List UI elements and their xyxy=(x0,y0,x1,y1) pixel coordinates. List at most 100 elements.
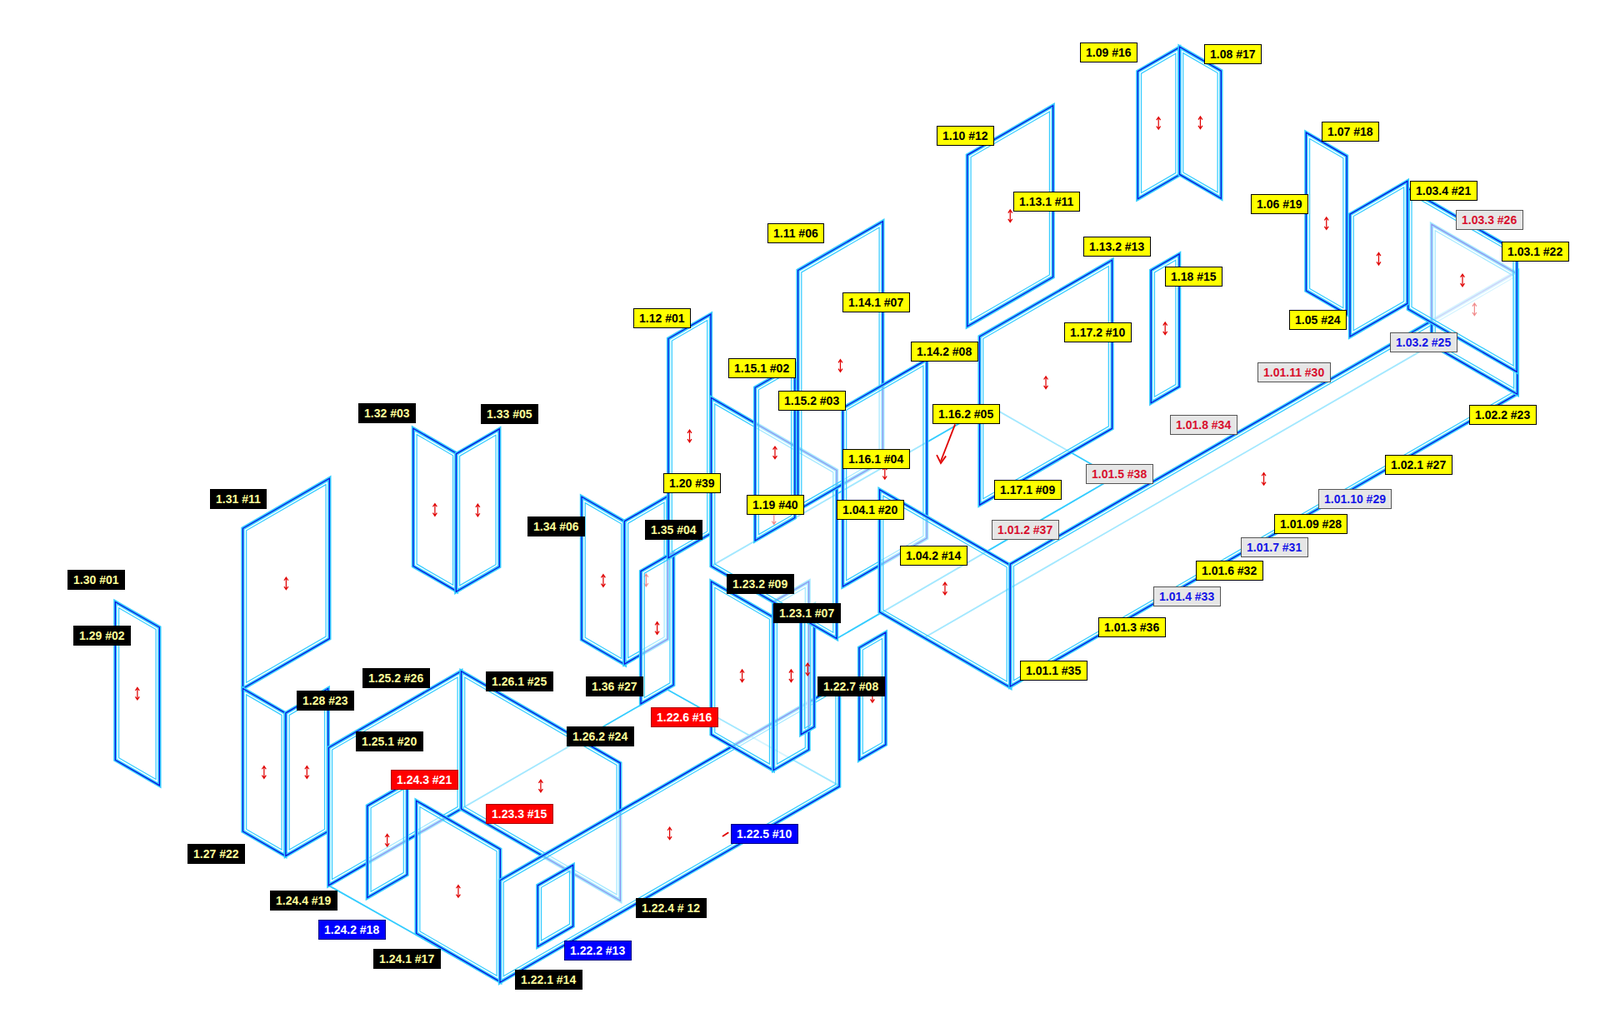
callout-text: 1.04.1 #20 xyxy=(842,502,899,518)
panel-inner-edge xyxy=(541,871,570,941)
callout-text: 1.01.4 #33 xyxy=(1159,589,1215,605)
panel-inner-edge xyxy=(1310,139,1344,309)
callout-label: 1.33 #05 xyxy=(480,404,539,425)
panel-inner-edge xyxy=(671,320,707,552)
callout-label: 1.01.3 #36 xyxy=(1098,617,1166,638)
callout-text: 1.13.1 #11 xyxy=(1019,194,1075,210)
callout-label: 1.22.6 #16 xyxy=(650,707,719,728)
grain-arrow xyxy=(456,885,461,899)
panel-inner-edge xyxy=(370,789,404,892)
callout-label: 1.22.1 #14 xyxy=(515,970,583,990)
callout-label: 1.20 #39 xyxy=(663,473,721,494)
callout-label: 1.07 #18 xyxy=(1321,121,1380,142)
callout-label: 1.14.2 #08 xyxy=(910,341,979,362)
callout-text: 1.03.4 #21 xyxy=(1415,183,1472,199)
grain-arrow xyxy=(687,430,692,443)
panel-inner-edge xyxy=(246,485,326,684)
callout-label: 1.01.4 #33 xyxy=(1153,586,1221,607)
panel-outline xyxy=(1350,180,1408,337)
callout-text: 1.32 #03 xyxy=(364,405,410,421)
callout-text: 1.23.2 #09 xyxy=(732,576,789,592)
callout-label: 1.05 #24 xyxy=(1289,310,1347,330)
callout-label: 1.03.1 #22 xyxy=(1501,241,1570,262)
callout-label: 1.04.1 #20 xyxy=(836,500,905,520)
callout-label: 1.15.1 #02 xyxy=(728,358,796,379)
panel-inner-edge xyxy=(715,587,770,765)
grain-arrow xyxy=(284,577,289,590)
cabinet-panel xyxy=(367,783,408,899)
callout-text: 1.16.1 #04 xyxy=(848,451,905,467)
callout-label: 1.03.2 #25 xyxy=(1390,332,1458,353)
callout-text: 1.20 #39 xyxy=(669,475,715,491)
callout-label: 1.01.1 #35 xyxy=(1020,660,1088,681)
cabinet-panel xyxy=(1305,132,1347,315)
grain-arrow xyxy=(789,670,794,683)
panel-inner-edge xyxy=(416,435,453,586)
callout-text: 1.22.4 # 12 xyxy=(641,900,701,916)
panel-outline xyxy=(1305,132,1347,315)
callout-text: 1.35 #04 xyxy=(650,522,697,538)
callout-label: 1.35 #04 xyxy=(645,520,703,540)
callout-label: 1.14.1 #07 xyxy=(842,292,910,313)
panel-outline xyxy=(1137,47,1180,200)
panel-outline xyxy=(640,552,674,705)
callout-text: 1.18 #15 xyxy=(1170,269,1217,285)
leader-group xyxy=(722,424,955,837)
callout-text: 1.01.7 #31 xyxy=(1246,540,1303,555)
panel-edge xyxy=(1180,46,1222,199)
panel-edge xyxy=(1305,132,1347,315)
callout-text: 1.01.10 #29 xyxy=(1324,491,1386,507)
callout-text: 1.33 #05 xyxy=(486,406,533,422)
callout-text: 1.09 #16 xyxy=(1085,45,1132,60)
callout-label: 1.03.4 #21 xyxy=(1410,180,1478,201)
grain-arrow xyxy=(305,766,310,780)
panel-edge xyxy=(537,865,573,947)
callout-label: 1.24.2 #18 xyxy=(318,920,386,940)
callout-text: 1.01.8 #34 xyxy=(1175,417,1232,433)
callout-text: 1.11 #06 xyxy=(773,225,819,241)
panel-inner-edge xyxy=(246,695,282,850)
callout-text: 1.01.5 #38 xyxy=(1091,466,1148,482)
callout-text: 1.14.1 #07 xyxy=(848,295,905,310)
panel-inner-edge xyxy=(804,610,810,729)
callout-text: 1.15.2 #03 xyxy=(784,393,840,409)
panel-edge xyxy=(1010,271,1518,687)
callout-text: 1.05 #24 xyxy=(1295,312,1341,328)
leader-line xyxy=(940,424,955,461)
callout-text: 1.24.3 #21 xyxy=(396,772,453,788)
callout-label: 1.22.5 #10 xyxy=(730,824,799,845)
panel-outline xyxy=(537,865,573,947)
callout-text: 1.22.5 #10 xyxy=(736,826,793,842)
panel-edge xyxy=(640,552,674,705)
callout-label: 1.17.2 #10 xyxy=(1064,322,1132,343)
cabinet-panel xyxy=(1010,271,1518,687)
callout-label: 1.29 #02 xyxy=(73,625,131,646)
cabinet-panel xyxy=(242,478,330,689)
panel-edge xyxy=(367,783,408,899)
cabinet-panel xyxy=(285,689,329,857)
panel-edge xyxy=(242,478,330,689)
callout-label: 1.34 #06 xyxy=(527,516,585,537)
grain-arrow xyxy=(135,687,140,700)
callout-label: 1.11 #06 xyxy=(767,223,825,244)
cabinet-panel xyxy=(1350,180,1408,337)
grain-arrow xyxy=(538,780,543,793)
callout-text: 1.14.2 #08 xyxy=(916,344,973,360)
callout-label: 1.16.2 #05 xyxy=(932,404,1000,425)
grain-arrow xyxy=(1008,210,1013,223)
panel-outline xyxy=(1180,46,1222,199)
cabinet-panel xyxy=(537,865,573,947)
callout-text: 1.16.2 #05 xyxy=(938,406,995,422)
cabinet-panel xyxy=(242,689,285,857)
callout-text: 1.17.1 #09 xyxy=(1000,482,1056,498)
callout-text: 1.26.1 #25 xyxy=(491,674,548,690)
callout-label: 1.13.2 #13 xyxy=(1083,236,1151,257)
callout-text: 1.22.1 #14 xyxy=(520,972,577,988)
panel-outline xyxy=(242,689,285,857)
panel-outline xyxy=(413,428,457,591)
callout-label: 1.31 #11 xyxy=(210,489,267,510)
grain-arrow xyxy=(1156,117,1161,130)
callout-text: 1.12 #01 xyxy=(639,310,685,326)
callout-label: 1.25.1 #20 xyxy=(355,731,424,752)
grain-arrow xyxy=(432,504,437,517)
